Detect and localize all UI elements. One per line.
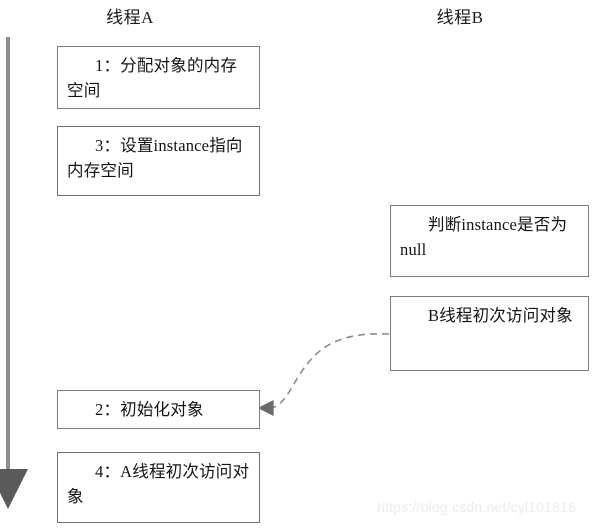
flow-box-initialize-object[interactable]: 2：初始化对象 [57,390,260,429]
flow-box-allocate-memory[interactable]: 1：分配对象的内存空间 [57,46,260,109]
flow-box-thread-b-first-access[interactable]: B线程初次访问对象 [390,296,589,371]
flow-box-set-instance-pointer[interactable]: 3：设置instance指向内存空间 [57,126,260,196]
thread-b-title: 线程B [436,8,484,27]
flow-box-thread-a-first-access[interactable]: 4：A线程初次访问对象 [57,452,260,523]
flow-box-check-instance-null[interactable]: 判断instance是否为null [390,205,589,277]
dashed-curve-arrow [257,333,390,416]
thread-a-title: 线程A [106,8,154,27]
watermark-text: https://blog.csdn.net/cyl101816 [377,499,577,515]
